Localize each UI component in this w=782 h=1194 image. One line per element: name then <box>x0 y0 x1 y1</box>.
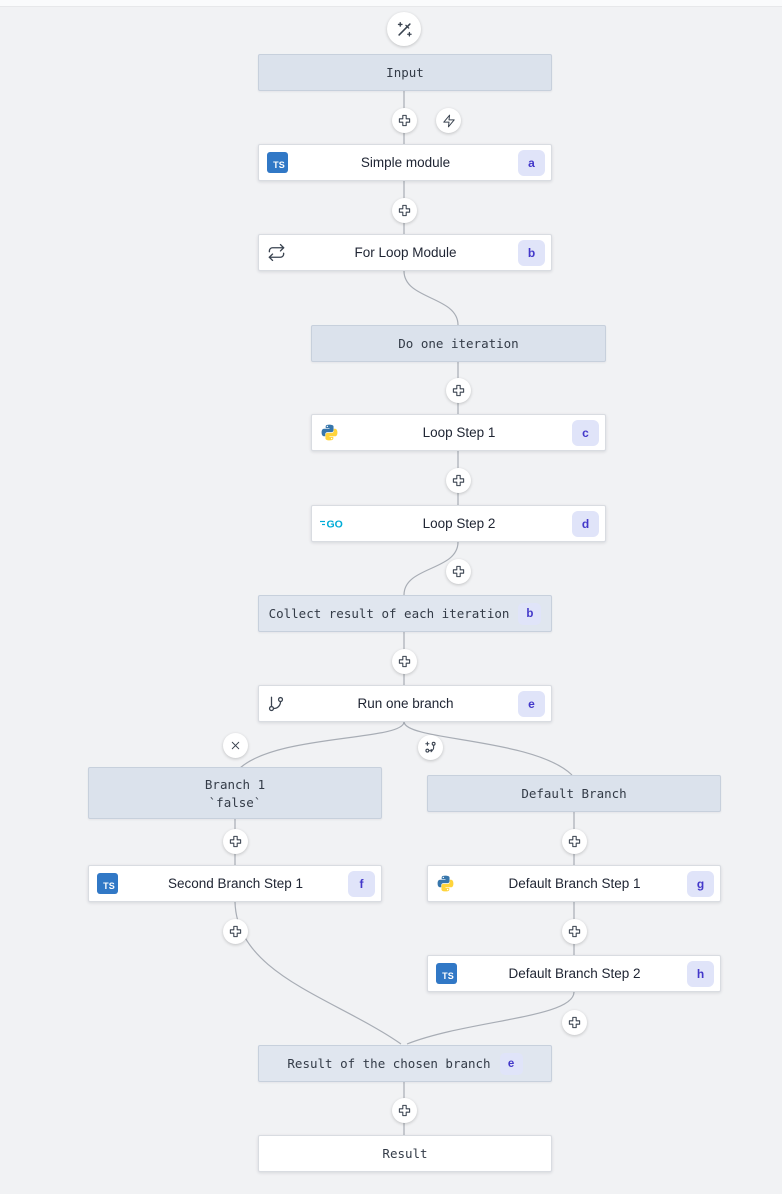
add-step-button[interactable] <box>392 1098 417 1123</box>
python-icon-wrap <box>436 874 462 893</box>
add-step-button[interactable] <box>392 649 417 674</box>
add-step-button[interactable] <box>392 108 417 133</box>
node-label: Default Branch Step 1 <box>508 876 641 891</box>
add-branch-button[interactable] <box>418 735 443 760</box>
add-step-button[interactable] <box>562 919 587 944</box>
add-step-icon <box>398 1104 411 1117</box>
add-step-button[interactable] <box>446 559 471 584</box>
node-default-branch-step-1[interactable]: Default Branch Step 1 g <box>427 865 721 902</box>
node-label: Result of the chosen branch <box>287 1056 491 1071</box>
add-step-icon <box>452 565 465 578</box>
step-id-badge: h <box>687 960 714 987</box>
remove-branch-button[interactable] <box>223 733 248 758</box>
add-step-button[interactable] <box>223 919 248 944</box>
node-label: Input <box>386 65 424 80</box>
step-id-badge: g <box>687 870 714 897</box>
go-icon-wrap: GO <box>320 517 346 530</box>
add-step-icon <box>568 835 581 848</box>
add-step-button[interactable] <box>392 198 417 223</box>
step-id-badge: a <box>518 149 545 176</box>
node-label: Default Branch Step 2 <box>508 966 641 981</box>
typescript-icon: TS <box>267 152 288 173</box>
add-step-icon <box>568 1016 581 1029</box>
node-second-branch-step-1[interactable]: TS Second Branch Step 1 f <box>88 865 382 902</box>
add-step-icon <box>452 384 465 397</box>
step-id-badge: f <box>348 870 375 897</box>
node-label: Loop Step 1 <box>422 425 496 440</box>
add-trigger-button[interactable] <box>436 108 461 133</box>
step-id-badge: b <box>518 602 542 625</box>
add-step-icon <box>452 474 465 487</box>
add-step-button[interactable] <box>446 468 471 493</box>
add-step-button[interactable] <box>446 378 471 403</box>
node-loop-step-2[interactable]: GO Loop Step 2 d <box>311 505 606 542</box>
add-step-button[interactable] <box>562 829 587 854</box>
step-id-badge: b <box>518 239 545 266</box>
node-label: Collect result of each iteration <box>268 606 510 621</box>
node-result-of-chosen-branch[interactable]: Result of the chosen branch e <box>258 1045 552 1082</box>
node-simple-module[interactable]: TS Simple module a <box>258 144 552 181</box>
typescript-icon-wrap: TS <box>267 152 293 173</box>
add-branch-icon <box>425 741 436 753</box>
repeat-icon <box>268 243 285 262</box>
node-default-branch[interactable]: Default Branch <box>427 775 721 812</box>
node-result[interactable]: Result <box>258 1135 552 1172</box>
svg-text:GO: GO <box>327 519 343 531</box>
python-icon <box>437 875 454 892</box>
node-label: For Loop Module <box>354 245 457 260</box>
node-for-loop-module[interactable]: For Loop Module b <box>258 234 552 271</box>
step-id-badge: e <box>518 690 545 717</box>
typescript-icon-wrap: TS <box>436 963 462 984</box>
node-collect-result[interactable]: Collect result of each iteration b <box>258 595 552 632</box>
add-step-icon <box>398 114 411 127</box>
git-branch-icon <box>268 696 284 711</box>
step-id-badge: d <box>572 510 599 537</box>
node-input[interactable]: Input <box>258 54 552 91</box>
node-label: Result <box>382 1146 428 1161</box>
branch-title: Branch 1 <box>204 776 266 792</box>
node-default-branch-step-2[interactable]: TS Default Branch Step 2 h <box>427 955 721 992</box>
step-id-badge: e <box>499 1052 523 1075</box>
node-label: Do one iteration <box>398 336 519 351</box>
git-branch-icon-wrap <box>267 695 293 713</box>
close-icon <box>231 741 240 750</box>
node-branch-1[interactable]: Branch 1 `false` <box>88 767 382 819</box>
branch-condition: `false` <box>208 794 262 810</box>
typescript-icon: TS <box>436 963 457 984</box>
add-step-icon <box>229 835 242 848</box>
node-label: Run one branch <box>357 696 454 711</box>
node-label: Default Branch <box>521 786 627 801</box>
add-step-icon <box>398 655 411 668</box>
node-label: Simple module <box>360 155 451 170</box>
step-id-badge: c <box>572 419 599 446</box>
repeat-icon-wrap <box>267 243 293 262</box>
go-icon: GO <box>320 519 343 531</box>
add-step-button[interactable] <box>562 1010 587 1035</box>
typescript-icon-wrap: TS <box>97 873 123 894</box>
lightning-icon <box>442 114 455 127</box>
node-label: Loop Step 2 <box>422 516 496 531</box>
typescript-icon: TS <box>97 873 118 894</box>
node-label: Second Branch Step 1 <box>167 876 304 891</box>
add-step-icon <box>568 925 581 938</box>
node-loop-step-1[interactable]: Loop Step 1 c <box>311 414 606 451</box>
python-icon <box>321 424 338 441</box>
node-run-one-branch[interactable]: Run one branch e <box>258 685 552 722</box>
ai-wand-button[interactable] <box>387 12 421 46</box>
add-step-icon <box>229 925 242 938</box>
top-bar <box>0 0 782 7</box>
wand-sparkles-icon <box>397 21 412 37</box>
node-do-one-iteration[interactable]: Do one iteration <box>311 325 606 362</box>
add-step-icon <box>398 204 411 217</box>
python-icon-wrap <box>320 423 346 442</box>
add-step-button[interactable] <box>223 829 248 854</box>
